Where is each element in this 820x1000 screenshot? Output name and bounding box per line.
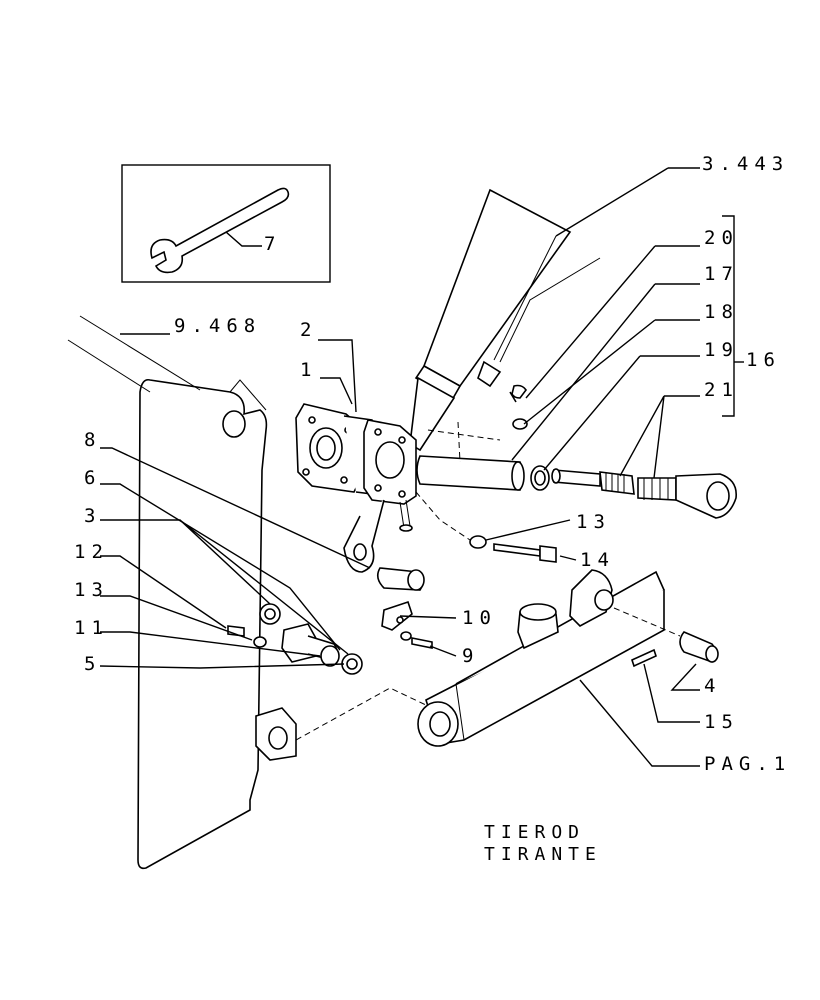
caption-line-2: TIRANTE [484,844,602,865]
part-label-14: 14 [580,549,615,571]
ref-label-3443: 3.443 [702,153,789,175]
upper-cylinder [409,188,601,452]
part-label-4: 4 [704,675,721,697]
part-label-18: 18 [704,301,739,323]
tierod-assembly [416,384,737,519]
part-label-3: 3 [84,505,101,527]
part-label-13-left: 13 [74,579,109,601]
lock-plate-10 [381,600,433,649]
part-label-5: 5 [84,653,101,675]
ref-label-pag1: PAG.1 [704,753,791,775]
part-label-6: 6 [84,467,101,489]
flange-plates [295,403,417,573]
diagram-caption: TIEROD TIRANTE [484,822,602,865]
part-label-8: 8 [84,429,101,451]
pin-8 [376,567,425,591]
lower-arm [295,569,719,747]
wrench-inset [121,164,331,283]
part-label-1: 1 [300,359,317,381]
part-label-9: 9 [462,645,479,667]
part-label-19: 19 [704,339,739,361]
part-label-13-right: 13 [576,511,611,533]
bolt-14 [415,491,557,563]
leader-lines [99,167,744,767]
part-label-11: 11 [74,617,109,639]
part-label-20: 20 [704,227,739,249]
part-label-17: 17 [704,263,739,285]
part-label-16: 16 [746,349,781,371]
ref-label-9468: 9.468 [174,315,261,337]
part-label-7: 7 [264,233,281,255]
part-label-10: 10 [462,607,497,629]
wrench-icon [150,187,290,274]
caption-line-1: TIEROD [484,822,585,843]
mounting-plate [67,315,297,870]
lower-pin-assembly [227,603,363,675]
part-label-2: 2 [300,319,317,341]
part-label-12: 12 [74,541,109,563]
part-labels: 3.443 20 17 18 19 16 21 7 9.468 2 1 8 6 … [74,153,791,775]
part-label-21: 21 [704,379,739,401]
part-label-15: 15 [704,711,739,733]
